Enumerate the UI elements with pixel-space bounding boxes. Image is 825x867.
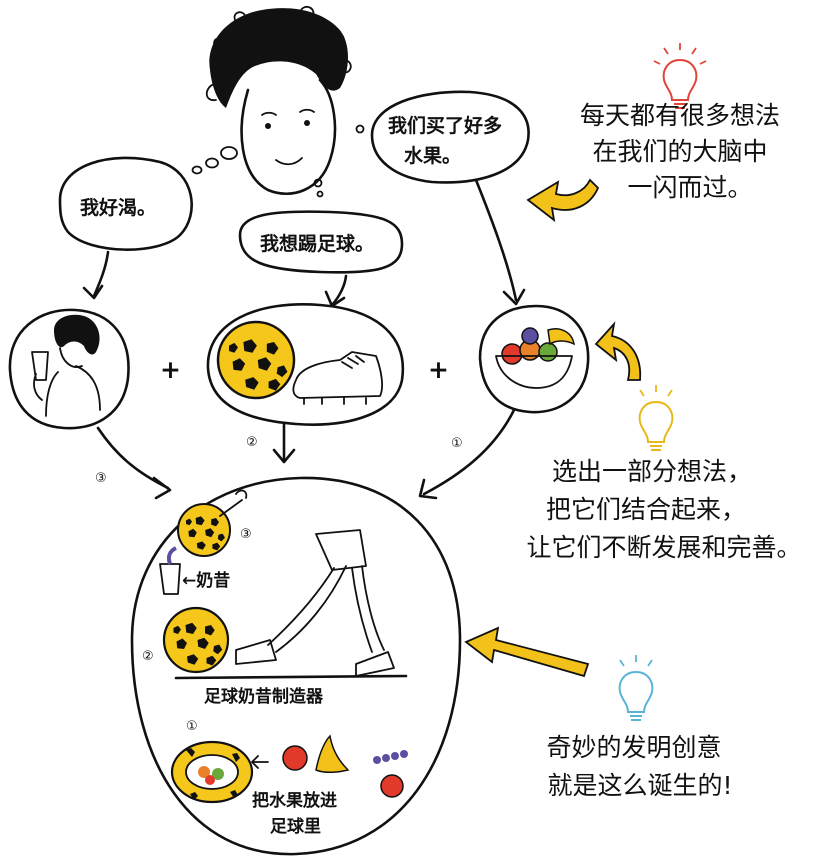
milkshake-label: ←奶昔 [182,570,230,591]
idea-fruit-bowl [478,304,590,414]
caption-ideas-line1: 每天都有很多想法 [580,101,780,130]
bubble-fruit-text-1: 我们买了好多 [388,114,502,137]
caption-ideas-line3: 一闪而过。 [627,173,752,202]
put-fruit-label-2: 足球里 [270,817,321,837]
bubble-football-text: 我想踢足球。 [260,232,374,255]
step-three-top: ③ [95,471,107,486]
caption-invention-line2: 就是这么诞生的! [547,771,732,800]
plus-2: + [428,355,449,384]
boot-icon [292,351,383,399]
bulb-icon-red [653,43,707,109]
put-fruit-label-1: 把水果放进 [252,790,337,811]
banana-icon [315,734,350,774]
bubble-fruit: 我们买了好多 水果。 [370,90,530,184]
idea-drinking [8,308,130,430]
apple-icon-2 [380,774,404,798]
thinking-person [191,5,365,198]
caption-combine-line1: 选出一部分想法， [552,457,752,486]
arrows-to-ideas [82,178,526,308]
arrows-to-machine [96,408,516,500]
step-two-top: ② [246,435,258,450]
bubble-thirsty-text: 我好渴。 [80,196,156,219]
bubble-thirsty: 我好渴。 [58,156,193,251]
step3-illustration [159,489,248,595]
step-one-inner: ① [186,719,198,734]
bubble-fruit-text-2: 水果。 [404,145,461,167]
football-icon [216,320,296,400]
plus-1: + [160,355,181,384]
straight-arrow-yellow [464,626,590,678]
idea-football [206,303,405,426]
caption-combine-line2: 把它们结合起来， [546,495,746,524]
machine-label: 足球奶昔制造器 [204,686,324,707]
caption-combine-line3: 让它们不断发展和完善。 [526,533,801,562]
curved-arrow-yellow-1 [526,178,600,223]
machine-panel: ③ ←奶昔 ② 足球奶昔制造器 ① 把水果放进 [130,476,462,856]
apple-icon [282,745,308,771]
step-one-top: ① [451,436,463,451]
bulb-icon-yellow [638,385,674,451]
step-three-inner: ③ [240,527,252,542]
step-two-inner: ② [142,649,154,664]
bulb-icon-blue [618,655,654,721]
curved-arrow-yellow-2 [594,321,642,381]
caption-ideas-line2: 在我们的大脑中 [592,137,767,166]
bubble-football: 我想踢足球。 [238,210,404,274]
kicking-legs [235,529,395,677]
caption-invention-line1: 奇妙的发明创意 [546,733,721,762]
